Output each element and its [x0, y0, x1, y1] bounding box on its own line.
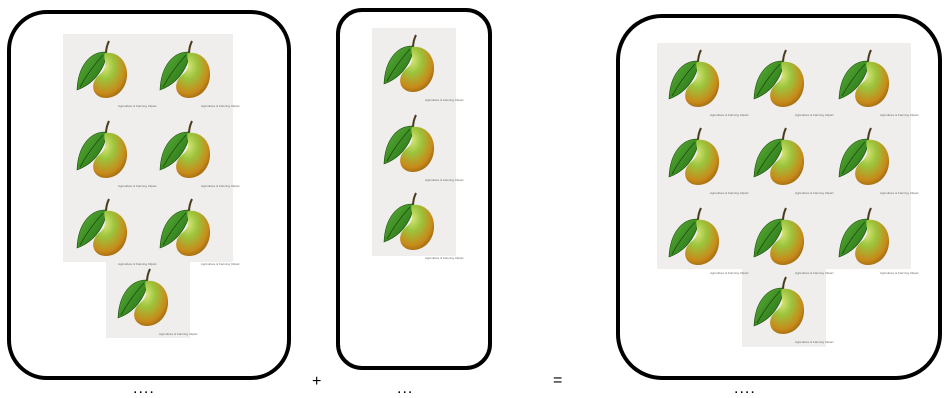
mango-icon — [379, 112, 441, 176]
blank-middle: ... — [397, 380, 414, 397]
mango-icon — [379, 190, 441, 254]
mango-icon — [72, 38, 134, 102]
mango-icon — [155, 196, 217, 260]
mango-caption: Agriculture & Farming Clipart — [795, 340, 834, 344]
mango-icon — [72, 118, 134, 182]
plus-sign: + — [312, 373, 322, 390]
mango-caption: Agriculture & Farming Clipart — [880, 191, 919, 195]
mango-icon — [155, 38, 217, 102]
mango-caption: Agriculture & Farming Clipart — [710, 113, 749, 117]
mango-caption: Agriculture & Farming Clipart — [425, 178, 464, 182]
mango-caption: Agriculture & Farming Clipart — [118, 104, 157, 108]
mango-icon — [834, 125, 896, 189]
mango-icon — [113, 266, 175, 330]
mango-icon — [749, 274, 811, 338]
mango-caption: Agriculture & Farming Clipart — [118, 262, 157, 266]
equals-sign: = — [553, 372, 563, 389]
mango-icon — [664, 125, 726, 189]
mango-caption: Agriculture & Farming Clipart — [795, 191, 834, 195]
mango-caption: Agriculture & Farming Clipart — [159, 332, 198, 336]
blank-left: .... — [133, 380, 155, 397]
mango-icon — [664, 205, 726, 269]
mango-caption: Agriculture & Farming Clipart — [880, 113, 919, 117]
mango-caption: Agriculture & Farming Clipart — [880, 271, 919, 275]
mango-caption: Agriculture & Farming Clipart — [201, 104, 240, 108]
mango-icon — [379, 32, 441, 96]
mango-caption: Agriculture & Farming Clipart — [201, 262, 240, 266]
mango-caption: Agriculture & Farming Clipart — [425, 256, 464, 260]
mango-caption: Agriculture & Farming Clipart — [425, 98, 464, 102]
mango-caption: Agriculture & Farming Clipart — [795, 113, 834, 117]
mango-icon — [664, 47, 726, 111]
mango-icon — [72, 196, 134, 260]
mango-icon — [749, 205, 811, 269]
mango-icon — [834, 205, 896, 269]
mango-icon — [749, 125, 811, 189]
mango-icon — [834, 47, 896, 111]
mango-caption: Agriculture & Farming Clipart — [710, 191, 749, 195]
mango-icon — [749, 47, 811, 111]
mango-caption: Agriculture & Farming Clipart — [710, 271, 749, 275]
blank-right: .... — [734, 380, 756, 397]
mango-caption: Agriculture & Farming Clipart — [795, 271, 834, 275]
mango-caption: Agriculture & Farming Clipart — [201, 184, 240, 188]
mango-icon — [155, 118, 217, 182]
mango-caption: Agriculture & Farming Clipart — [118, 184, 157, 188]
